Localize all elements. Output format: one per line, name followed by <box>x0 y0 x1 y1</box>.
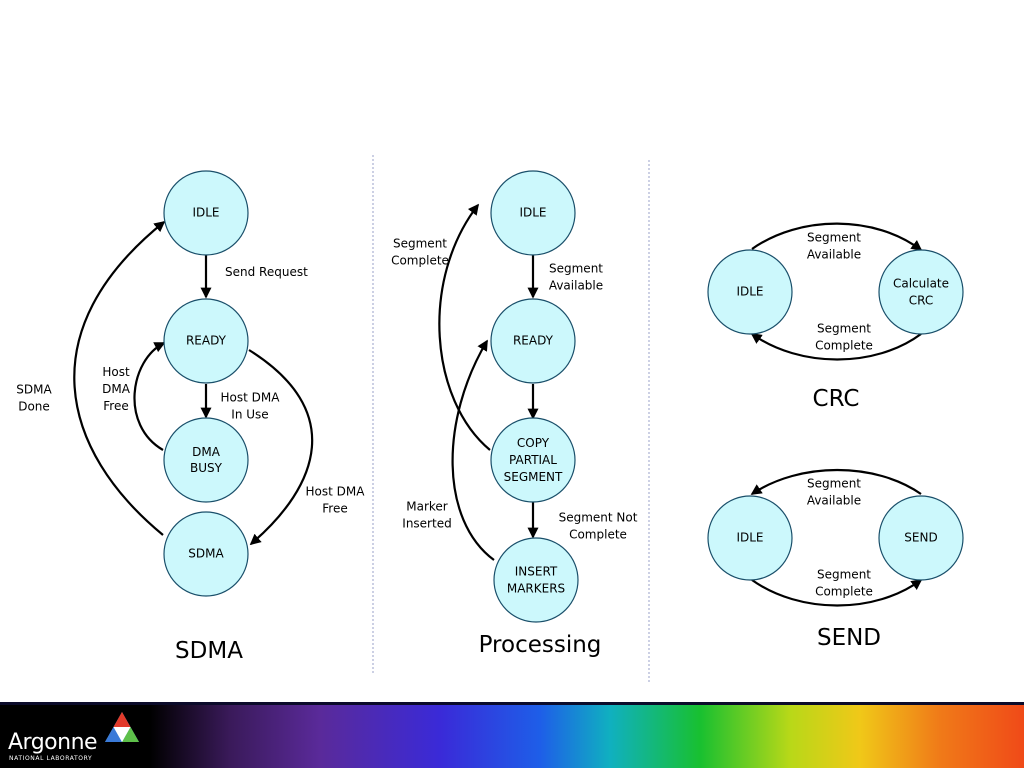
edge-calc-to-idle <box>750 333 922 361</box>
label-line: Available <box>807 248 861 262</box>
title-send: SEND <box>817 625 881 651</box>
state-idle: IDLE <box>707 495 793 581</box>
label-line: Host DMA <box>221 391 281 405</box>
edge-copy-to-idle <box>438 203 491 451</box>
svg-text:READY: READY <box>513 334 554 348</box>
svg-text:IDLE: IDLE <box>519 206 546 220</box>
label-line: Segment <box>817 322 871 336</box>
state-idle: IDLE <box>707 249 793 335</box>
label-line: Host <box>102 365 130 379</box>
label-line: INSERT <box>515 565 558 579</box>
svg-text:SEND: SEND <box>904 531 937 545</box>
label-host-dma-in-use: Host DMA In Use <box>221 391 281 422</box>
label-line: CRC <box>909 294 934 308</box>
label-line: PARTIAL <box>509 453 557 467</box>
label-line: Complete <box>815 339 873 353</box>
state-insert-markers: INSERT MARKERS <box>493 537 579 623</box>
state-ready: READY <box>490 298 576 384</box>
label-line: Segment <box>807 231 861 245</box>
label-line: DMA <box>192 445 221 459</box>
label-line: Segment <box>393 237 447 251</box>
state-copy-partial-segment: COPY PARTIAL SEGMENT <box>490 417 576 503</box>
argonne-triangle-icon <box>105 712 139 742</box>
svg-text:IDLE: IDLE <box>736 285 763 299</box>
label-send-request: Send Request <box>225 265 308 279</box>
label-line: Available <box>549 279 603 293</box>
label-line: In Use <box>231 408 268 422</box>
state-sdma: SDMA <box>163 511 249 597</box>
label-line: Segment <box>549 262 603 276</box>
state-dma-busy: DMA BUSY <box>163 417 249 503</box>
label-line: SEGMENT <box>504 470 563 484</box>
label-line: Marker <box>406 500 448 514</box>
processing-state-machine: IDLE READY COPY PARTIAL SEGMENT INSERT MARK… <box>391 170 638 658</box>
argonne-logo: Argonne NATIONAL LABORATORY <box>8 708 148 764</box>
sdma-state-machine: IDLE READY DMA BUSY SDMA Send Request Hos… <box>16 170 366 664</box>
label-line: Available <box>807 494 861 508</box>
state-ready: READY <box>163 298 249 384</box>
label-line: BUSY <box>190 461 223 475</box>
label-line: Complete <box>391 254 449 268</box>
label-line: Inserted <box>402 517 451 531</box>
label-line: SDMA <box>16 383 52 397</box>
label-line: Complete <box>569 528 627 542</box>
label-line: Free <box>103 399 128 413</box>
title-crc: CRC <box>813 386 860 412</box>
label-line: Calculate <box>893 277 949 291</box>
footer-spectrum-bar: Argonne NATIONAL LABORATORY <box>0 702 1024 768</box>
label-line: Segment <box>817 568 871 582</box>
label-line: Free <box>322 502 347 516</box>
logo-wordmark: Argonne <box>8 730 98 755</box>
svg-text:IDLE: IDLE <box>736 531 763 545</box>
svg-text:IDLE: IDLE <box>192 206 219 220</box>
edge-dma-busy-to-ready <box>133 342 166 451</box>
edge-sdma-to-idle <box>73 220 166 536</box>
svg-text:SDMA: SDMA <box>188 547 224 561</box>
label-line: Segment Not <box>559 511 638 525</box>
title-sdma: SDMA <box>175 638 243 664</box>
label-line: Done <box>18 400 50 414</box>
edge-send-to-idle <box>750 468 922 495</box>
label-host-dma-free-right: Host DMA Free <box>306 485 366 516</box>
label-line: COPY <box>517 436 550 450</box>
state-send: SEND <box>878 495 964 581</box>
label-line: Segment <box>807 477 861 491</box>
state-diagrams: IDLE READY DMA BUSY SDMA Send Request Hos… <box>16 155 964 682</box>
edge-ready-to-sdma <box>248 349 314 546</box>
footer-top-rule <box>0 702 1024 705</box>
label-line: Send Request <box>225 265 308 279</box>
svg-text:READY: READY <box>186 334 227 348</box>
title-processing: Processing <box>479 632 602 658</box>
logo-subtitle: NATIONAL LABORATORY <box>9 755 93 762</box>
edge-idle-to-send <box>751 579 923 607</box>
label-line: Host DMA <box>306 485 366 499</box>
label-line: MARKERS <box>507 582 565 596</box>
state-idle: IDLE <box>163 170 249 256</box>
state-idle: IDLE <box>490 170 576 256</box>
label-sdma-done: SDMA Done <box>16 383 52 414</box>
edge-insert-to-ready <box>451 339 495 561</box>
edge-idle-to-calc <box>751 222 923 251</box>
label-line: DMA <box>102 382 131 396</box>
label-line: Complete <box>815 585 873 599</box>
